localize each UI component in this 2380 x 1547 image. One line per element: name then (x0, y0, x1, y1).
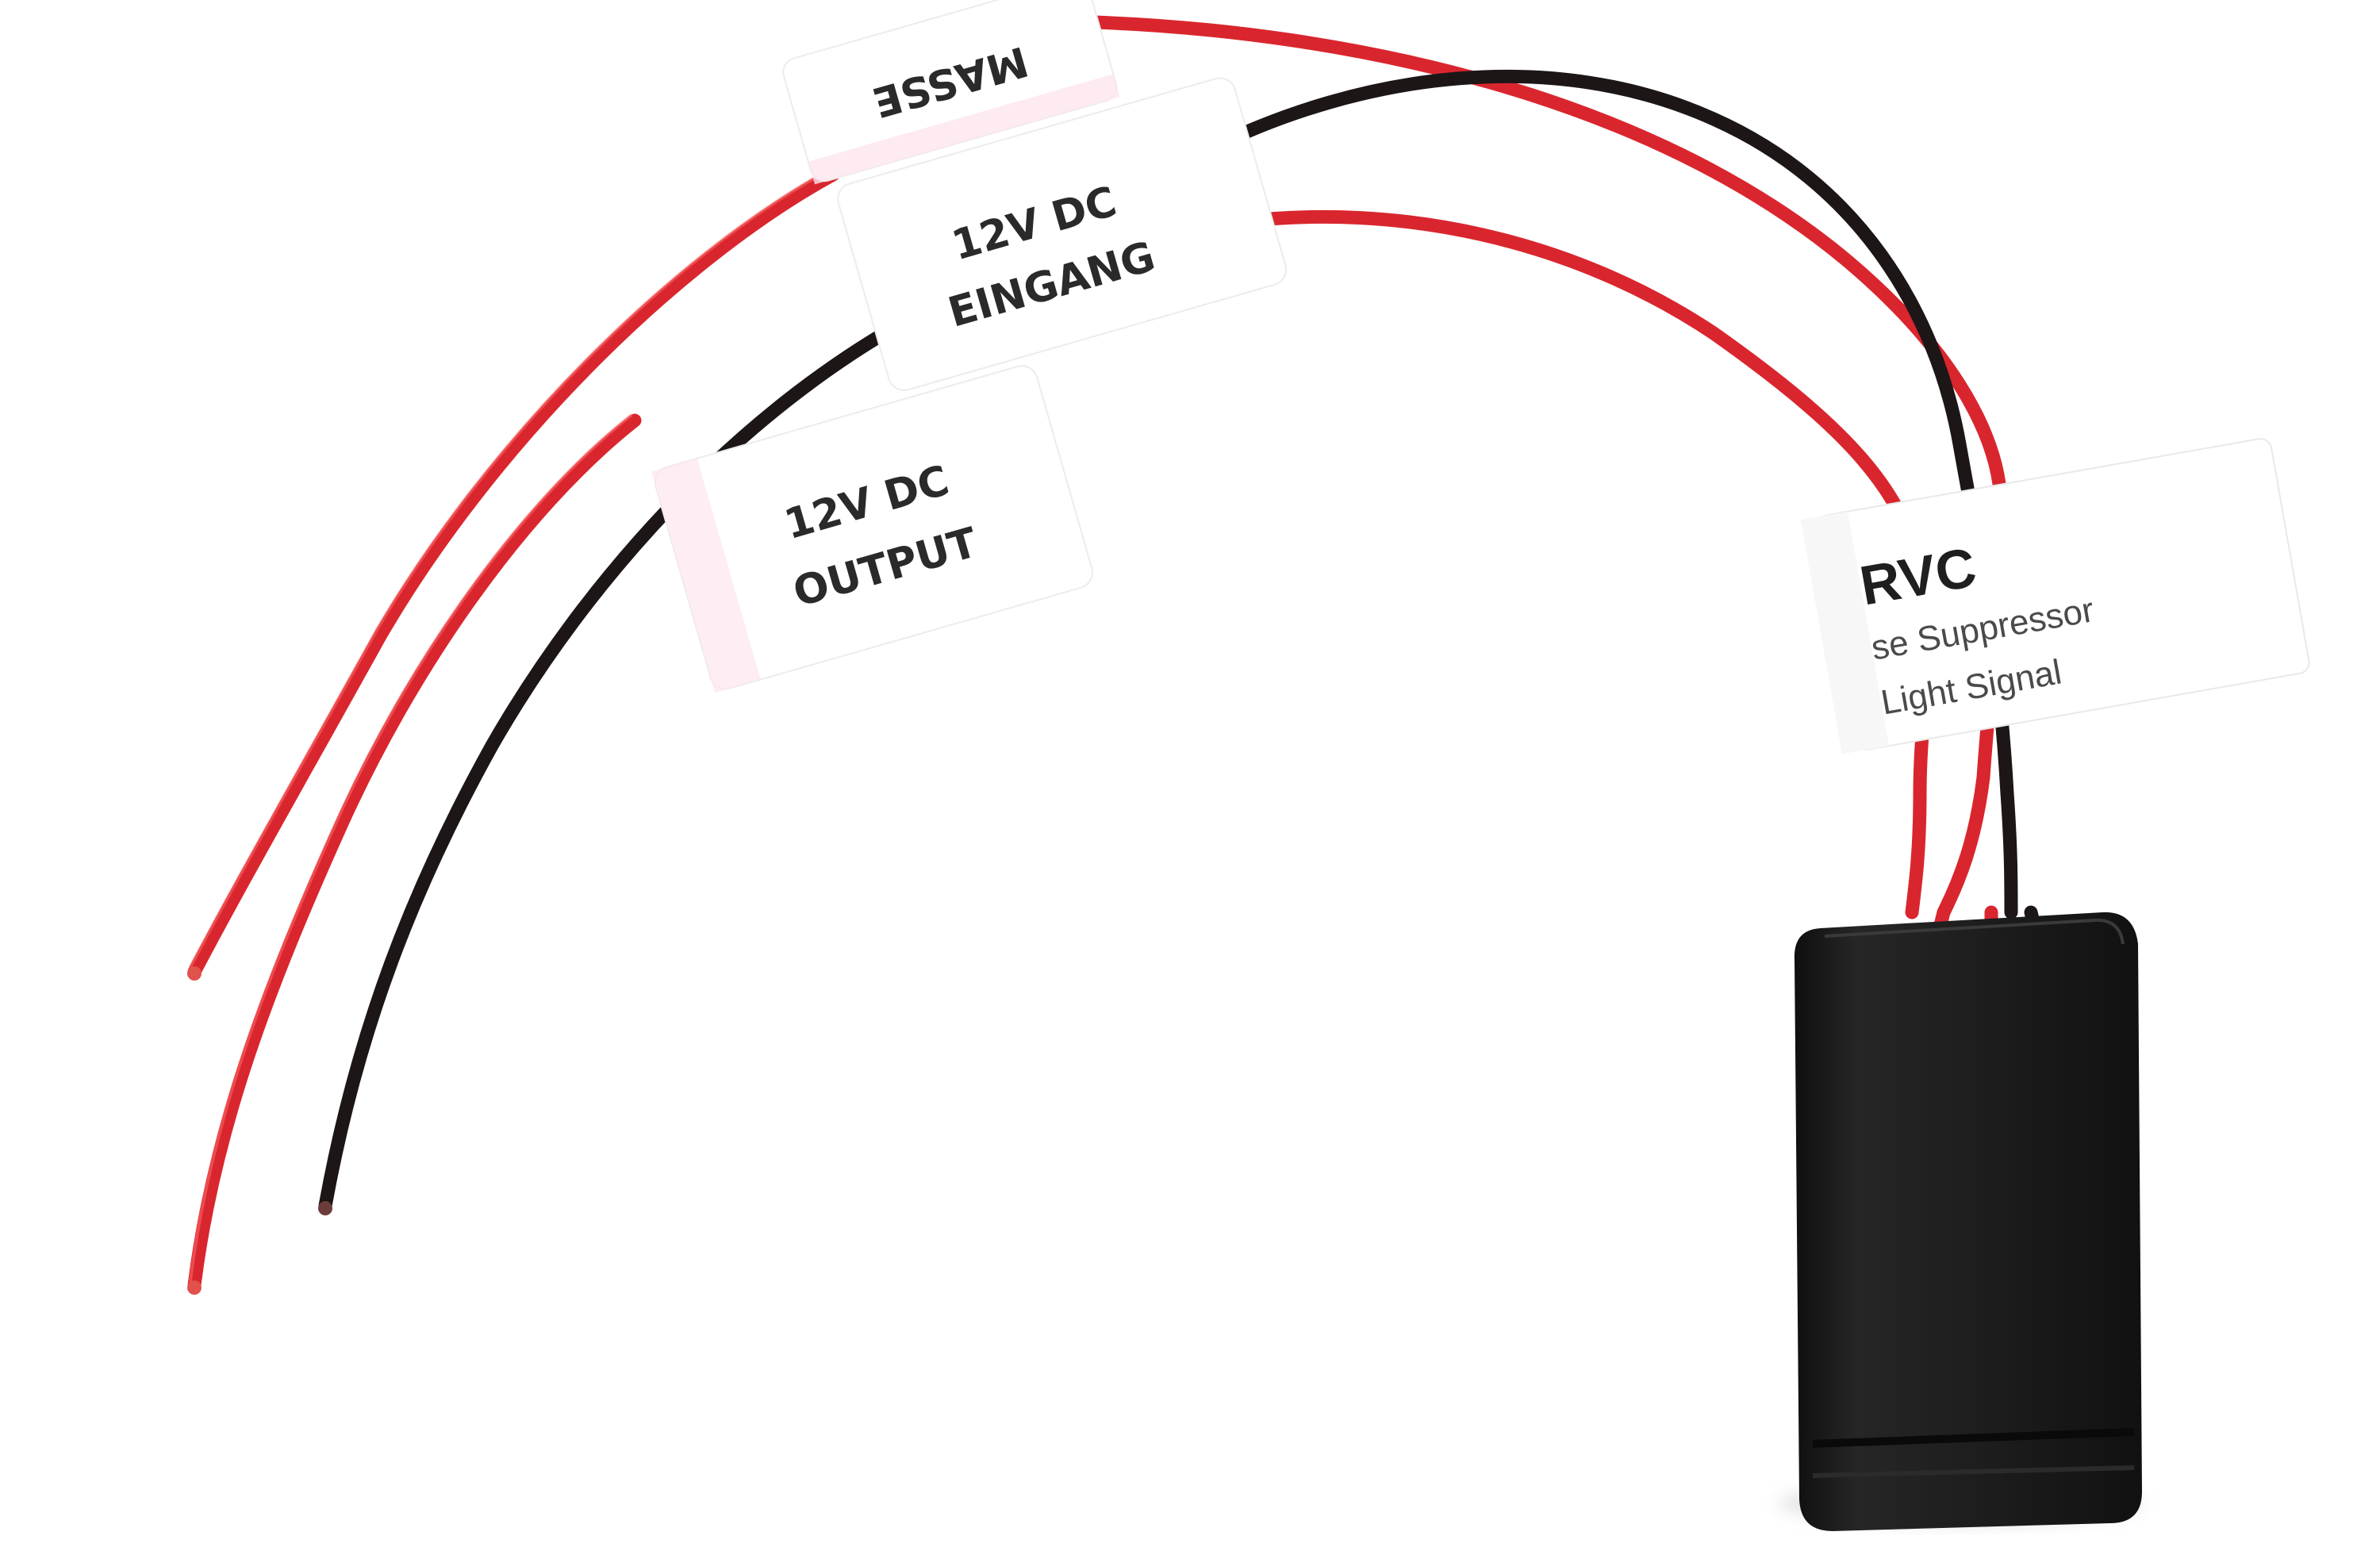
wire-tip-1 (187, 966, 202, 981)
black-wire-right (1199, 69, 2018, 919)
black-wire-output (318, 310, 919, 1213)
label-masse: MASSE (782, 0, 1120, 185)
label-input: 12V DC EINGANG (837, 77, 1288, 391)
wire-tip-3 (318, 1201, 332, 1215)
red-wire-masse-left (187, 167, 840, 979)
wire-bundle (187, 15, 2042, 1295)
wire-tip-2 (187, 1280, 202, 1295)
red-wire-eingang (1230, 209, 1934, 919)
suppressor-module (1794, 912, 2142, 1531)
red-wire-output (187, 413, 642, 1292)
red-wire-masse (1088, 15, 2009, 919)
label-output: 12V DC OUTPUT (651, 365, 1093, 693)
red-wire-output-highlight (189, 414, 632, 1282)
red-wire-masse-left-highlight (189, 168, 831, 969)
product-label: RVC se Suppressor Light Signal (1800, 438, 2310, 754)
